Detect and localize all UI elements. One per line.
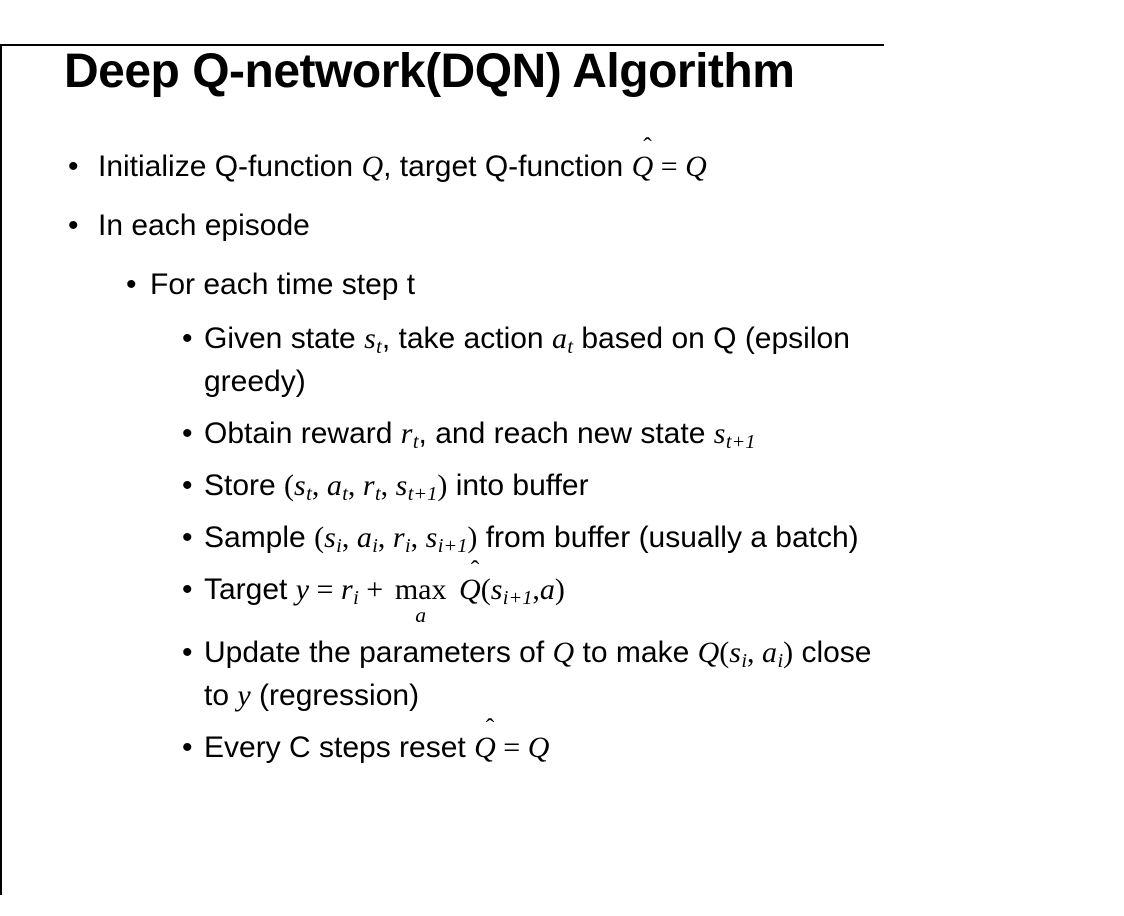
- bullet-text: Given state st, take action at based on …: [204, 322, 850, 399]
- slide-edge-top: [0, 44, 884, 46]
- bullet-text: Obtain reward rt, and reach new state st…: [204, 417, 756, 453]
- bullet-list: • Initialize Q-function Q, target Q-funct…: [0, 132, 1124, 769]
- bullet-item: • Initialize Q-function Q, target Q-funct…: [68, 132, 1124, 188]
- bullet-marker-icon: •: [182, 469, 193, 503]
- bullet-text: Initialize Q-function Q, target Q-functi…: [98, 132, 707, 184]
- bullet-text: In each episode: [98, 209, 310, 243]
- bullet-item: • Sample (si, ai, ri, si+1) from buffer (…: [182, 516, 1124, 559]
- bullet-text: For each time step t: [150, 268, 416, 302]
- bullet-marker-icon: •: [182, 573, 193, 607]
- bullet-marker-icon: •: [182, 731, 193, 765]
- bullet-text: Sample (si, ai, ri, si+1) from buffer (u…: [204, 521, 859, 557]
- bullet-marker-icon: •: [182, 636, 193, 670]
- slide-edge-left: [0, 44, 2, 895]
- bullet-item: • Store (st, at, rt, st+1) into buffer: [182, 464, 1124, 507]
- bullet-item: • In each episode: [68, 204, 1124, 247]
- bullet-marker-icon: •: [182, 521, 193, 555]
- bullet-item: • Obtain reward rt, and reach new state s…: [182, 412, 1124, 455]
- bullet-marker-icon: •: [182, 322, 193, 356]
- bullet-item: • Given state st, take action at based on…: [182, 317, 1124, 403]
- bullet-marker-icon: •: [68, 150, 79, 184]
- bullet-marker-icon: •: [182, 417, 193, 451]
- bullet-text: Store (st, at, rt, st+1) into buffer: [204, 469, 589, 505]
- bullet-text: Update the parameters of Q to make Q(si,…: [204, 636, 872, 713]
- bullet-marker-icon: •: [68, 209, 79, 243]
- bullet-marker-icon: •: [126, 268, 137, 302]
- bullet-item: • For each time step t: [126, 263, 1124, 306]
- bullet-item: • Update the parameters of Q to make Q(si…: [182, 631, 1124, 717]
- slide-title: Deep Q-network(DQN) Algorithm: [64, 45, 795, 98]
- slide: Deep Q-network(DQN) Algorithm • Initializ…: [0, 44, 1124, 769]
